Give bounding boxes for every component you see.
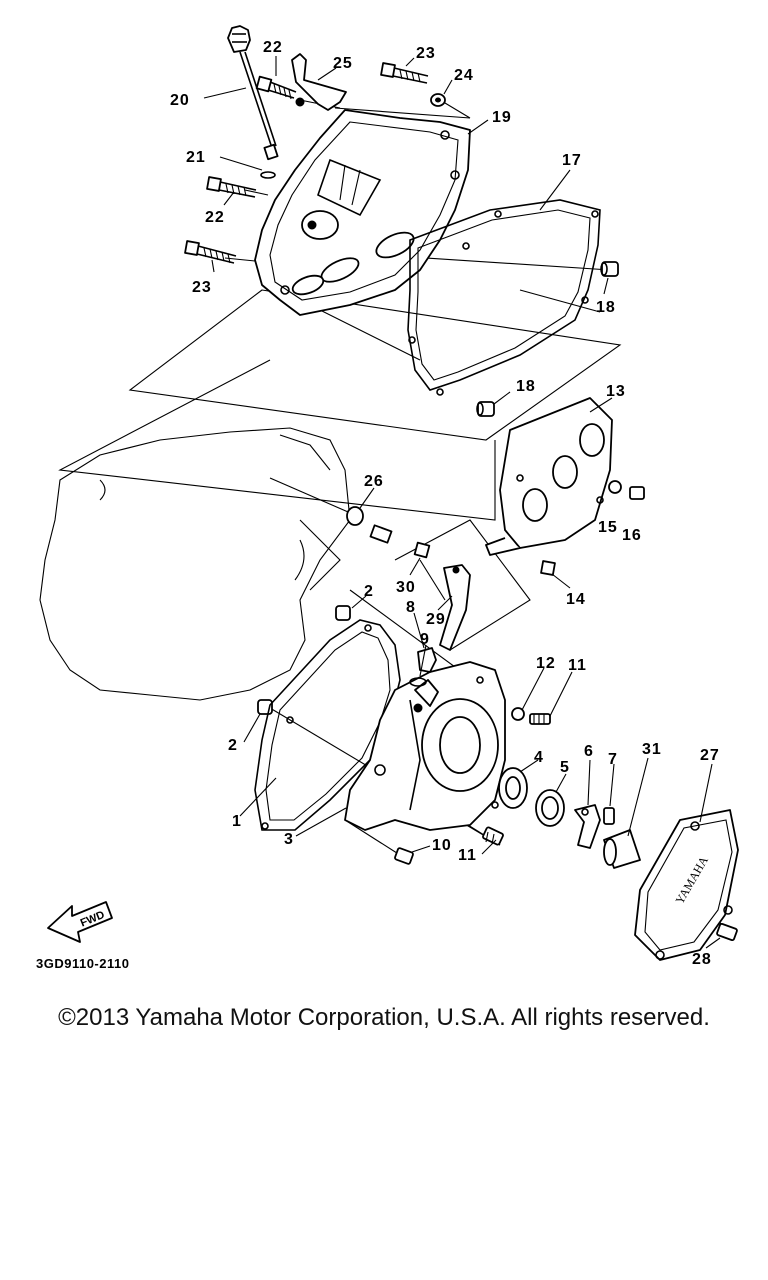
gasket-17 <box>407 199 601 396</box>
collar-31 <box>603 829 641 869</box>
callout-26: 26 <box>364 473 384 490</box>
callout-21: 21 <box>186 149 206 166</box>
bolt-10 <box>394 847 414 865</box>
callout-12: 12 <box>536 655 556 672</box>
bolt-23-mid <box>184 240 237 264</box>
cover-13 <box>485 397 613 556</box>
callout-9: 9 <box>420 631 430 648</box>
bracket-25 <box>291 53 347 111</box>
o-ring-9 <box>409 677 427 687</box>
copyright-notice: ©2013 Yamaha Motor Corporation, U.S.A. A… <box>58 1004 710 1031</box>
crankcase-cover-3 <box>344 661 506 831</box>
callout-13: 13 <box>606 383 626 400</box>
seal-5 <box>535 789 565 827</box>
callout-11-upper: 11 <box>568 657 587 674</box>
callout-2-upper: 2 <box>364 583 374 600</box>
callout-2-lower: 2 <box>228 737 238 754</box>
bolt-28 <box>716 922 738 942</box>
bolt-30 <box>413 541 431 559</box>
drain-plug-8 <box>417 647 437 673</box>
callout-labels: 22 25 23 24 20 19 21 22 17 23 18 18 13 2… <box>170 39 720 968</box>
diagram-code: 3GD9110-2110 <box>36 956 129 971</box>
callout-17: 17 <box>562 152 582 169</box>
callout-28: 28 <box>692 951 712 968</box>
washer-12 <box>511 707 525 721</box>
callout-15: 15 <box>598 519 618 536</box>
bolt-23-top <box>380 62 429 84</box>
callout-8: 8 <box>406 599 416 616</box>
callout-14: 14 <box>566 591 586 608</box>
callout-23-top: 23 <box>416 45 436 62</box>
callout-6: 6 <box>584 743 594 760</box>
washer-15 <box>608 480 622 494</box>
fwd-arrow-icon: FWD <box>47 901 113 943</box>
callout-31: 31 <box>642 741 662 758</box>
callout-24: 24 <box>454 67 474 84</box>
washer-24 <box>430 93 446 107</box>
callout-27: 27 <box>700 747 720 764</box>
callout-20: 20 <box>170 92 190 109</box>
callout-11-lower: 11 <box>458 847 477 864</box>
callout-30: 30 <box>396 579 416 596</box>
crankcase-cover-19 <box>254 109 471 316</box>
callout-25: 25 <box>333 55 353 72</box>
exploded-view-drawing: YAMAHA FWD <box>36 25 739 971</box>
bolt-11-upper <box>529 713 551 725</box>
callout-5: 5 <box>560 759 570 776</box>
dowel-18-lower <box>476 401 495 417</box>
screw-7 <box>603 807 615 825</box>
callout-1: 1 <box>232 813 242 830</box>
callout-22-top: 22 <box>263 39 283 56</box>
callout-10: 10 <box>432 837 452 854</box>
bolt-22-mid <box>206 176 257 198</box>
callout-4: 4 <box>534 749 544 766</box>
callout-7: 7 <box>608 751 618 768</box>
bolt-14 <box>540 560 556 576</box>
callout-18-upper: 18 <box>596 299 616 316</box>
bracket-29 <box>439 564 471 651</box>
crankcase-outline <box>39 427 351 701</box>
plate-6 <box>574 804 601 849</box>
dowel-2-upper <box>335 605 351 621</box>
leader-lines <box>203 56 721 949</box>
parts-diagram: YAMAHA FWD <box>36 25 739 971</box>
cover-27: YAMAHA <box>634 809 739 961</box>
bolt-11-lower <box>482 826 504 846</box>
bolt-26 <box>346 506 393 544</box>
callout-19: 19 <box>492 109 512 126</box>
bolt-22-top <box>255 75 297 100</box>
callout-23-mid: 23 <box>192 279 212 296</box>
bolt-16 <box>629 486 645 500</box>
callout-29: 29 <box>426 611 446 628</box>
dowel-18-upper <box>600 261 619 277</box>
bearing-4 <box>498 767 528 809</box>
callout-18-lower: 18 <box>516 378 536 395</box>
callout-22-mid: 22 <box>205 209 225 226</box>
callout-3: 3 <box>284 831 294 848</box>
oil-dipstick <box>227 25 279 179</box>
callout-16: 16 <box>622 527 642 544</box>
